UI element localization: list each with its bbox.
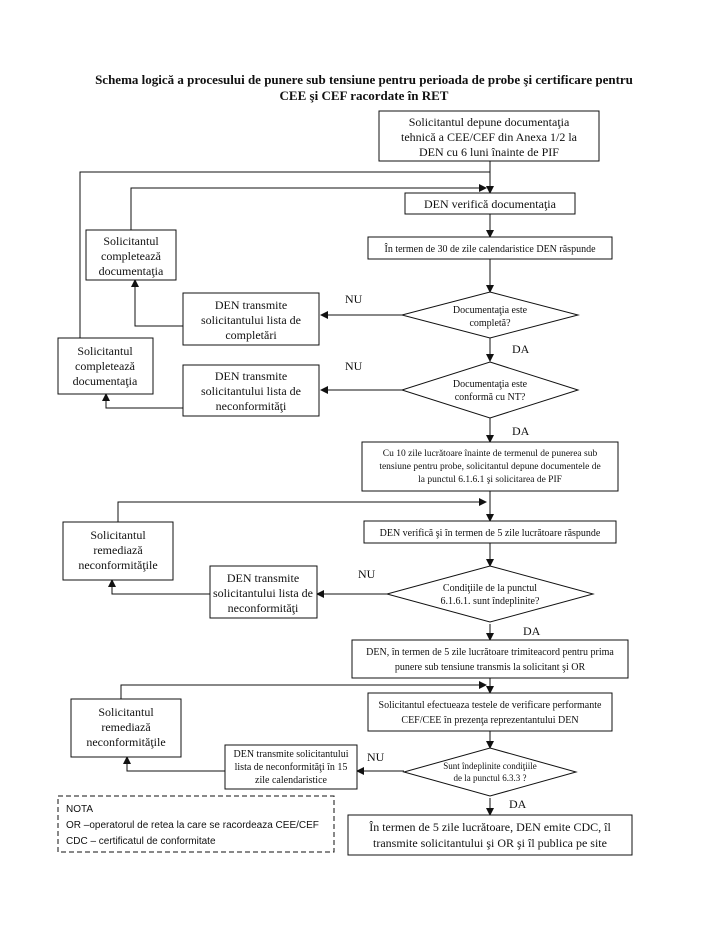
node-pif-request: Cu 10 zile lucrătoare înainte de termenu… <box>361 441 619 492</box>
node-text: Solicitantul <box>98 705 154 719</box>
node-text: neconformităţile <box>86 735 165 749</box>
node-text: DEN transmite <box>215 369 287 383</box>
label-nu-1: NU <box>345 292 363 306</box>
node-applicant-completes-documentation-1: Solicitantul completează documentaţia <box>85 229 177 281</box>
node-text: Solicitantul <box>103 234 159 248</box>
node-text: DEN transmite <box>227 571 299 585</box>
label-nu-4: NU <box>367 750 385 764</box>
label-da-4: DA <box>509 797 527 811</box>
node-text: punere sub tensiune transmis la solicita… <box>395 662 586 673</box>
decision-text: Condiţiile de la punctul <box>443 583 537 594</box>
node-den-sends-completion-list: DEN transmite solicitantului lista de co… <box>182 292 320 346</box>
node-text: zile calendaristice <box>255 775 327 786</box>
decision-text: Documentaţia este <box>453 379 528 390</box>
node-text: documentaţia <box>73 374 138 388</box>
node-text: DEN cu 6 luni înainte de PIF <box>419 145 559 159</box>
node-text: tensiune pentru probe, solicitantul depu… <box>379 462 600 472</box>
node-den-verifies-5-days: DEN verifică şi în termen de 5 zile lucr… <box>363 520 617 544</box>
connectors <box>79 161 494 816</box>
node-den-responds-30-days: În termen de 30 de zile calendaristice D… <box>367 236 613 260</box>
node-text: documentaţia <box>99 264 164 278</box>
node-text: Solicitantul efectueaza testele de verif… <box>379 700 602 711</box>
node-applicant-remedies-nonconformities-2: Solicitantul remediază neconformităţile <box>70 698 182 758</box>
node-text: Solicitantul depune documentaţia <box>409 115 570 129</box>
label-da-3: DA <box>523 624 541 638</box>
node-den-verifies-documentation: DEN verifică documentaţia <box>404 192 576 215</box>
node-text: Solicitantul <box>90 528 146 542</box>
node-text: DEN transmite solicitantului <box>234 749 349 760</box>
node-text: completează <box>75 359 136 373</box>
nota-heading: NOTA <box>66 804 93 815</box>
node-submit-documentation: Solicitantul depune documentaţia tehnică… <box>378 110 600 162</box>
decision-text: completă? <box>469 318 511 329</box>
node-den-sends-first-energization-agreement: DEN, în termen de 5 zile lucrătoare trim… <box>351 639 629 679</box>
node-text: În termen de 30 de zile calendaristice D… <box>384 243 596 255</box>
label-da-1: DA <box>512 342 530 356</box>
nota-line: CDC – certificatul de conformitate <box>66 836 216 847</box>
decision-text: Sunt îndeplinite condiţiile <box>443 761 537 771</box>
decision-text: Documentaţia este <box>453 305 528 316</box>
node-applicant-remedies-nonconformities-1: Solicitantul remediază neconformităţile <box>62 521 174 581</box>
decision-text: de la punctul 6.3.3 ? <box>454 773 527 783</box>
decision-conditions-6-1-6-1: Condiţiile de la punctul 6.1.6.1. sunt î… <box>385 565 595 623</box>
decision-text: conformă cu NT? <box>455 392 526 403</box>
node-text: Cu 10 zile lucrătoare înainte de termenu… <box>383 449 598 459</box>
node-text: DEN, în termen de 5 zile lucrătoare trim… <box>366 647 614 658</box>
diagram-title-line1: Schema logică a procesului de punere sub… <box>95 72 633 87</box>
node-text: tehnică a CEE/CEF din Anexa 1/2 la <box>401 130 578 144</box>
label-nu-3: NU <box>358 567 376 581</box>
node-text: remediază <box>93 543 143 557</box>
node-text: În termen de 5 zile lucrătoare, DEN emit… <box>369 820 611 834</box>
node-text: transmite solicitantului şi OR şi îl pub… <box>373 836 607 850</box>
node-text: lista de neconformităţi în 15 <box>235 762 348 773</box>
node-text: DEN verifică documentaţia <box>424 197 557 211</box>
node-text: neconformităţi <box>216 399 287 413</box>
node-applicant-completes-documentation-2: Solicitantul completează documentaţia <box>57 337 154 395</box>
node-text: DEN verifică şi în termen de 5 zile lucr… <box>380 528 601 539</box>
nota-line: OR –operatorul de retea la care se racor… <box>66 820 319 831</box>
node-text: remediază <box>101 720 151 734</box>
node-text: neconformităţile <box>78 558 157 572</box>
node-den-sends-nonconformity-list-2: DEN transmite solicitantului lista de ne… <box>209 565 318 619</box>
node-text: completări <box>225 328 277 342</box>
node-text: completează <box>101 249 162 263</box>
node-text: solicitantului lista de <box>213 586 313 600</box>
label-da-2: DA <box>512 424 530 438</box>
decision-text: 6.1.6.1. sunt îndeplinite? <box>441 596 540 607</box>
decision-documentation-complete: Documentaţia este completă? <box>400 291 580 339</box>
node-den-issues-cdc: În termen de 5 zile lucrătoare, DEN emit… <box>347 814 633 856</box>
node-text: Solicitantul <box>77 344 133 358</box>
node-text: CEF/CEE în prezenţa reprezentantului DEN <box>401 715 578 726</box>
node-text: neconformităţi <box>228 601 299 615</box>
node-text: DEN transmite <box>215 298 287 312</box>
decision-conditions-6-3-3: Sunt îndeplinite condiţiile de la punctu… <box>402 747 578 797</box>
node-text: solicitantului lista de <box>201 313 301 327</box>
node-den-sends-nonconformity-list-15-days: DEN transmite solicitantului lista de ne… <box>224 744 358 790</box>
decision-documentation-conform-nt: Documentaţia este conformă cu NT? <box>400 361 580 419</box>
node-text: la punctul 6.1.6.1 şi solicitarea de PIF <box>418 475 562 485</box>
label-nu-2: NU <box>345 359 363 373</box>
diagram-title-line2: CEE şi CEF racordate în RET <box>280 88 449 103</box>
node-den-sends-nonconformity-list-1: DEN transmite solicitantului lista de ne… <box>182 364 320 417</box>
nota-box: NOTA OR –operatorul de retea la care se … <box>57 795 335 853</box>
node-text: solicitantului lista de <box>201 384 301 398</box>
node-applicant-performance-tests: Solicitantul efectueaza testele de verif… <box>367 692 613 732</box>
